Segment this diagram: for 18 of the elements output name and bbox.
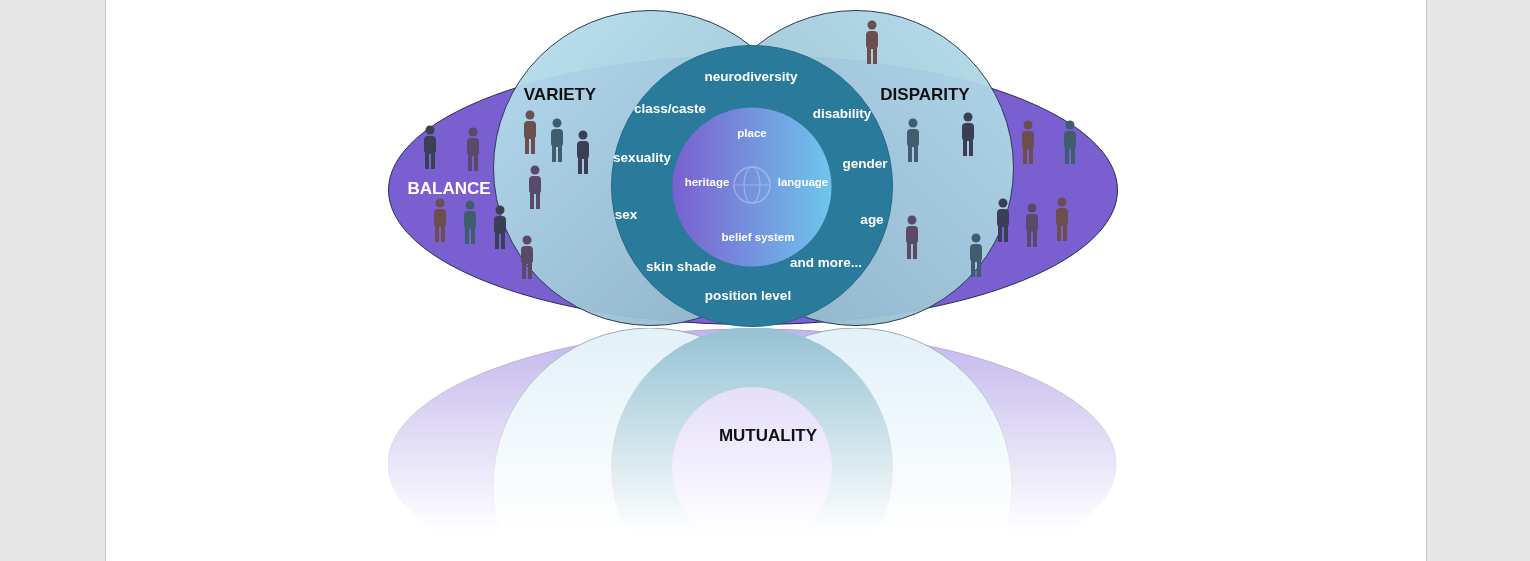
dimension-label: gender	[842, 155, 888, 171]
dimension-label: heritage	[684, 176, 730, 188]
dimension-label: place	[737, 127, 767, 139]
dimension-label: disability	[812, 105, 872, 121]
dimension-label: belief system	[721, 231, 795, 243]
region-label: DISPARITY	[880, 85, 970, 105]
dimension-label: age	[860, 211, 884, 227]
dimension-label: neurodiversity	[704, 68, 798, 84]
dimension-label: position level	[704, 287, 792, 303]
region-label: BALANCE	[407, 179, 491, 199]
region-label: VARIETY	[523, 85, 597, 105]
dimension-label: sex	[614, 206, 638, 222]
dimension-label: and more...	[790, 254, 862, 270]
dimension-label: skin shade	[646, 258, 716, 274]
dimension-label: sexuality	[613, 149, 671, 165]
dimension-label: language	[777, 176, 829, 188]
region-label: MUTUALITY	[718, 426, 818, 446]
dimension-label: class/caste	[633, 100, 707, 116]
